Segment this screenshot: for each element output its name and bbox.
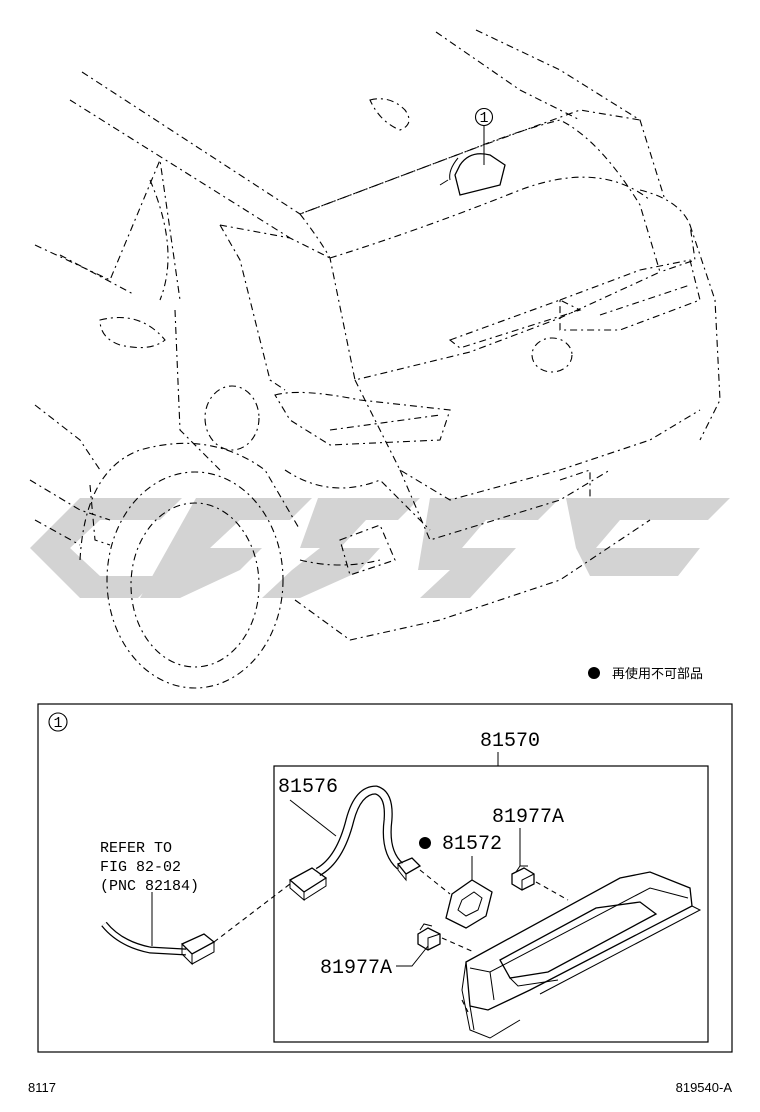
reference-line-1: REFER TO — [100, 840, 172, 857]
reference-line-3: (PNC 82184) — [100, 878, 199, 895]
svg-text:1: 1 — [53, 715, 62, 732]
vehicle-outline — [29, 29, 721, 689]
non-reusable-dot-icon — [419, 837, 431, 849]
reference-line-2: FIG 82-02 — [100, 859, 181, 876]
clip-lower — [417, 923, 441, 951]
clip-upper — [511, 865, 535, 891]
footer-left-code: 8117 — [28, 1080, 56, 1095]
watermark-logo — [30, 498, 730, 598]
footer-right-code: 819540-A — [676, 1080, 733, 1095]
wire-harness — [288, 785, 422, 902]
part-number-clip-upper: 81977A — [492, 806, 564, 829]
detail-frame — [37, 703, 733, 1053]
reference-harness — [101, 892, 216, 966]
part-number-clip-lower: 81977A — [320, 957, 392, 980]
callout-marker-detail: 1 — [48, 712, 68, 732]
stop-lamp-location — [439, 125, 506, 196]
svg-text:1: 1 — [479, 110, 488, 127]
stop-lamp-assembly — [461, 871, 702, 1039]
legend-note-text: 再使用不可部品 — [612, 666, 703, 682]
part-number-gasket: 81572 — [442, 833, 502, 856]
part-number-harness: 81576 — [278, 776, 338, 799]
assembly-frame — [273, 765, 709, 1043]
gasket — [445, 879, 493, 929]
part-number-assembly: 81570 — [480, 730, 540, 753]
non-reusable-dot-icon — [588, 667, 600, 679]
legend-non-reusable: 再使用不可部品 — [588, 666, 703, 682]
callout-marker-top: 1 — [474, 107, 494, 127]
